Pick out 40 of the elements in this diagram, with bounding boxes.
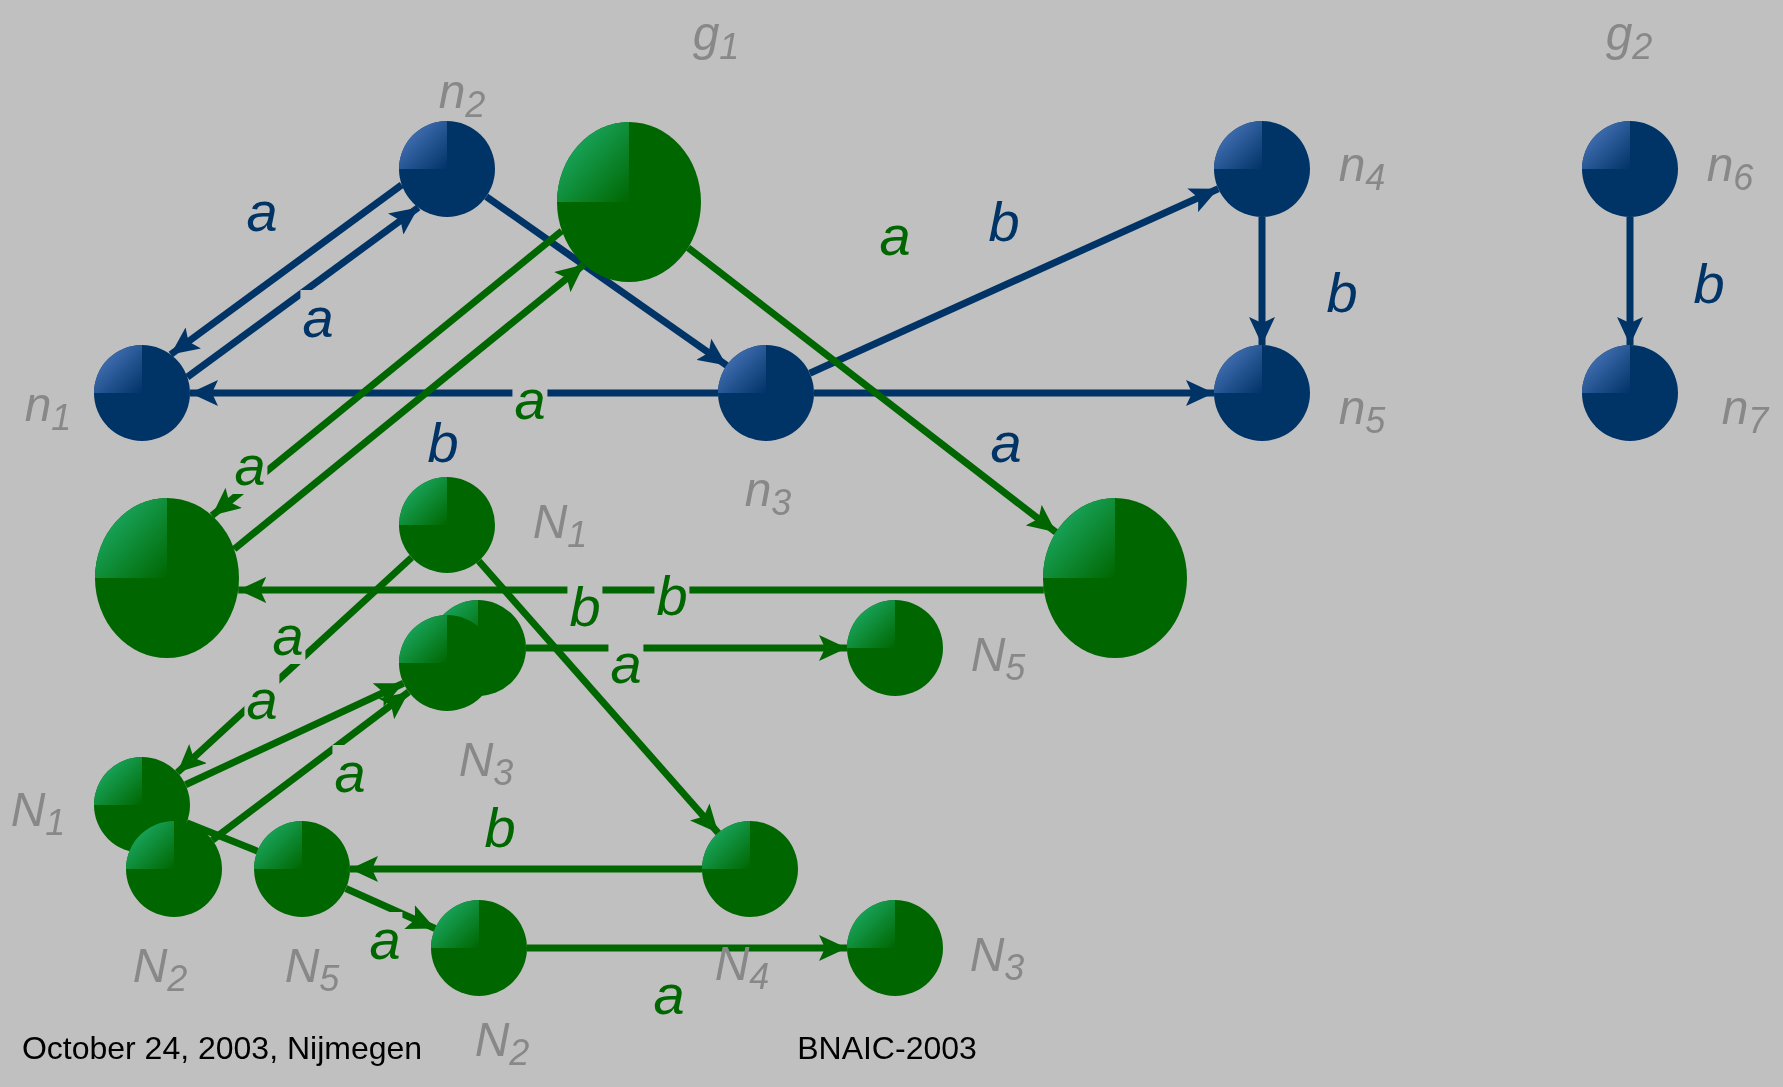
arrow — [184, 680, 405, 788]
arrow — [344, 885, 437, 932]
arrow — [238, 577, 1044, 603]
arrow — [476, 558, 721, 836]
graph-name: g$_{2}$ — [1605, 10, 1653, 58]
arrow — [209, 228, 565, 519]
node-name: N$_{2}$ — [132, 942, 188, 990]
node-name: n$_{5}$ — [1338, 384, 1386, 432]
node-name: n$_{3}$ — [744, 466, 792, 514]
arrow — [526, 635, 847, 661]
node-name: n$_{4}$ — [1338, 141, 1386, 189]
arrow — [190, 380, 718, 406]
footer-text: October 24, 2003, Nijmegen — [21, 1032, 423, 1064]
graph-name: g$_{1}$ — [692, 10, 740, 58]
arrow — [175, 554, 414, 776]
node-name: n$_{6}$ — [1706, 141, 1754, 189]
node-name: N$_{5}$ — [284, 942, 340, 990]
arrow — [1617, 217, 1643, 345]
node-name: n$_{7}$ — [1721, 384, 1769, 432]
node-name: N$_{3}$ — [969, 931, 1025, 979]
node-name: n$_{2}$ — [438, 68, 486, 116]
arrow — [814, 380, 1214, 406]
arrow — [685, 244, 1059, 536]
arrow — [1249, 217, 1275, 345]
arrow — [231, 261, 587, 552]
node-name: N$_{3}$ — [458, 736, 514, 784]
arrow — [185, 204, 421, 380]
arrow — [484, 193, 729, 369]
arrow — [168, 182, 404, 358]
arrow — [808, 185, 1220, 377]
arrow — [210, 689, 411, 843]
arrow — [350, 856, 702, 882]
footer-text: BNAIC-2003 — [797, 1032, 977, 1064]
node-name: N$_{1}$ — [10, 786, 66, 834]
node-name: N$_{2}$ — [474, 1016, 530, 1064]
node-name: N$_{5}$ — [970, 631, 1026, 679]
arrow — [527, 935, 847, 961]
node-name: N$_{1}$ — [532, 498, 588, 546]
node-name: n$_{1}$ — [24, 381, 72, 429]
node-name: N$_{4}$ — [714, 940, 770, 988]
